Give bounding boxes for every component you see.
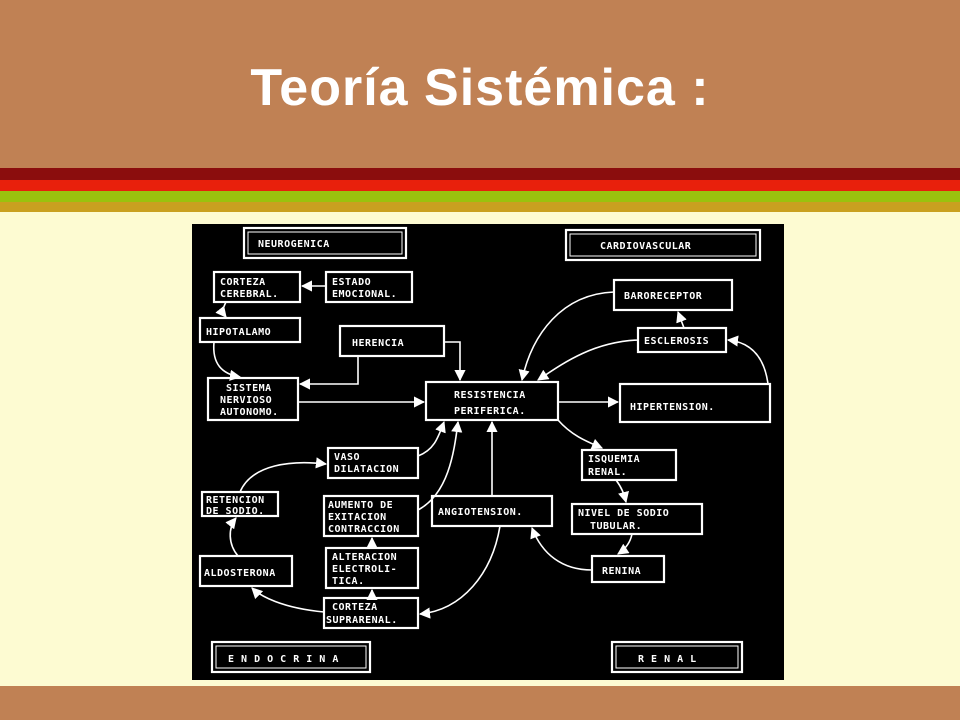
edge-vaso-to-resistencia — [417, 420, 446, 457]
node-baroreceptor: BARORECEPTOR — [612, 278, 734, 312]
svg-text:CORTEZA: CORTEZA — [220, 277, 266, 288]
node-alteracion-electrolitica: ALTERACION ELECTROLI- TICA. — [324, 546, 420, 590]
stripe-dark-red — [0, 168, 960, 180]
svg-text:ESCLEROSIS: ESCLEROSIS — [644, 336, 709, 347]
node-aldosterona: ALDOSTERONA — [198, 554, 294, 588]
svg-text:RESISTENCIA: RESISTENCIA — [454, 390, 526, 401]
svg-text:ESTADO: ESTADO — [332, 277, 371, 288]
node-vaso-dilatacion: VASO DILATACION — [326, 446, 420, 480]
edge-resistencia-to-isquemia — [557, 419, 604, 450]
section-cardiovascular: CARDIOVASCULAR — [564, 228, 762, 262]
svg-text:TUBULAR.: TUBULAR. — [590, 521, 642, 532]
svg-text:HIPOTALAMO: HIPOTALAMO — [206, 327, 271, 338]
node-corteza-suprarenal: CORTEZA SUPRARENAL. — [322, 596, 420, 630]
svg-text:CONTRACCION: CONTRACCION — [328, 524, 400, 535]
svg-text:VASO: VASO — [334, 452, 360, 463]
node-isquemia-renal: ISQUEMIA RENAL. — [580, 448, 678, 482]
svg-text:ALDOSTERONA: ALDOSTERONA — [204, 568, 276, 579]
svg-text:DE SODIO.: DE SODIO. — [206, 506, 265, 517]
node-corteza-cerebral: CORTEZA CEREBRAL. — [212, 270, 302, 304]
footer-band — [0, 686, 960, 720]
edge-hipertension-to-esclerosis — [726, 335, 769, 385]
section-neurogenica: NEUROGENICA — [242, 226, 408, 260]
svg-text:CORTEZA: CORTEZA — [332, 602, 378, 613]
edge-herencia-to-resistencia — [444, 341, 466, 382]
svg-text:EMOCIONAL.: EMOCIONAL. — [332, 289, 397, 300]
section-endocrina: E N D O C R I N A — [210, 640, 372, 674]
svg-text:AUMENTO DE: AUMENTO DE — [328, 500, 393, 511]
svg-text:CEREBRAL.: CEREBRAL. — [220, 289, 279, 300]
section-endocrina-label: E N D O C R I N A — [228, 654, 339, 665]
node-hipotalamo: HIPOTALAMO — [198, 316, 302, 344]
node-hipertension: HIPERTENSION. — [618, 382, 772, 424]
section-cardiovascular-label: CARDIOVASCULAR — [600, 241, 692, 252]
node-resistencia-periferica: RESISTENCIA PERIFERICA. — [424, 380, 560, 422]
stripe-green — [0, 191, 960, 202]
node-renina: RENINA — [590, 554, 666, 584]
edge-hipotalamo-to-sistema — [213, 341, 242, 381]
svg-text:TICA.: TICA. — [332, 576, 365, 587]
edge-renina-to-angiotension — [530, 526, 593, 571]
edge-esclerosis-to-resistencia — [537, 339, 639, 381]
flow-diagram: NEUROGENICA CARDIOVASCULAR E N D O C R I… — [192, 224, 784, 680]
svg-text:AUTONOMO.: AUTONOMO. — [220, 407, 279, 418]
svg-text:ISQUEMIA: ISQUEMIA — [588, 454, 640, 465]
node-sistema-nervioso: SISTEMA NERVIOSO AUTONOMO. — [206, 376, 300, 422]
node-esclerosis: ESCLEROSIS — [636, 326, 728, 354]
edge-baroreceptor-to-resistencia — [518, 291, 615, 382]
svg-text:NIVEL DE SODIO: NIVEL DE SODIO — [578, 508, 669, 519]
svg-text:RENAL.: RENAL. — [588, 467, 627, 478]
svg-text:PERIFERICA.: PERIFERICA. — [454, 406, 526, 417]
edge-aldosterona-to-retencion — [225, 517, 239, 557]
edge-aumento-to-resistencia — [417, 420, 463, 511]
svg-text:DILATACION: DILATACION — [334, 464, 399, 475]
edge-angiotension-to-suprarenal — [418, 525, 501, 619]
edge-herencia-to-sistema — [298, 356, 359, 390]
svg-text:SISTEMA: SISTEMA — [226, 383, 272, 394]
section-renal-label: R E N A L — [638, 654, 697, 665]
node-aumento-excitacion: AUMENTO DE EXITACION CONTRACCION — [322, 494, 420, 538]
edge-isquemia-to-nivel — [615, 479, 629, 504]
section-neurogenica-label: NEUROGENICA — [258, 239, 330, 250]
svg-text:EXITACION: EXITACION — [328, 512, 387, 523]
edge-corteza-to-hipotalamo — [215, 301, 227, 318]
node-angiotension: ANGIOTENSION. — [430, 494, 554, 528]
stripe-gold — [0, 202, 960, 212]
svg-text:NERVIOSO: NERVIOSO — [220, 395, 272, 406]
svg-text:BARORECEPTOR: BARORECEPTOR — [624, 291, 703, 302]
svg-text:SUPRARENAL.: SUPRARENAL. — [326, 615, 398, 626]
page-title: Teoría Sistémica : — [250, 59, 710, 117]
node-nivel-sodio: NIVEL DE SODIO TUBULAR. — [570, 502, 704, 536]
section-renal: R E N A L — [610, 640, 744, 674]
svg-text:HERENCIA: HERENCIA — [352, 338, 404, 349]
diagram-canvas: NEUROGENICA CARDIOVASCULAR E N D O C R I… — [198, 226, 772, 674]
edges — [213, 280, 769, 619]
header-band — [0, 0, 960, 168]
node-estado-emocional: ESTADO EMOCIONAL. — [324, 270, 414, 304]
node-retencion-sodio: RETENCION DE SODIO. — [200, 490, 280, 518]
svg-text:ELECTROLI-: ELECTROLI- — [332, 564, 397, 575]
edge-suprarenal-to-aldosterona — [251, 587, 325, 613]
edge-retencion-to-vaso — [239, 457, 328, 493]
edge-esclerosis-to-baroreceptor — [676, 310, 687, 329]
svg-text:ANGIOTENSION.: ANGIOTENSION. — [438, 507, 523, 518]
edge-nivel-to-renina — [617, 533, 633, 555]
svg-text:HIPERTENSION.: HIPERTENSION. — [630, 402, 715, 413]
svg-text:RETENCION: RETENCION — [206, 495, 265, 506]
node-herencia: HERENCIA — [338, 324, 446, 358]
svg-text:RENINA: RENINA — [602, 566, 641, 577]
stripe-red — [0, 180, 960, 191]
svg-text:ALTERACION: ALTERACION — [332, 552, 397, 563]
